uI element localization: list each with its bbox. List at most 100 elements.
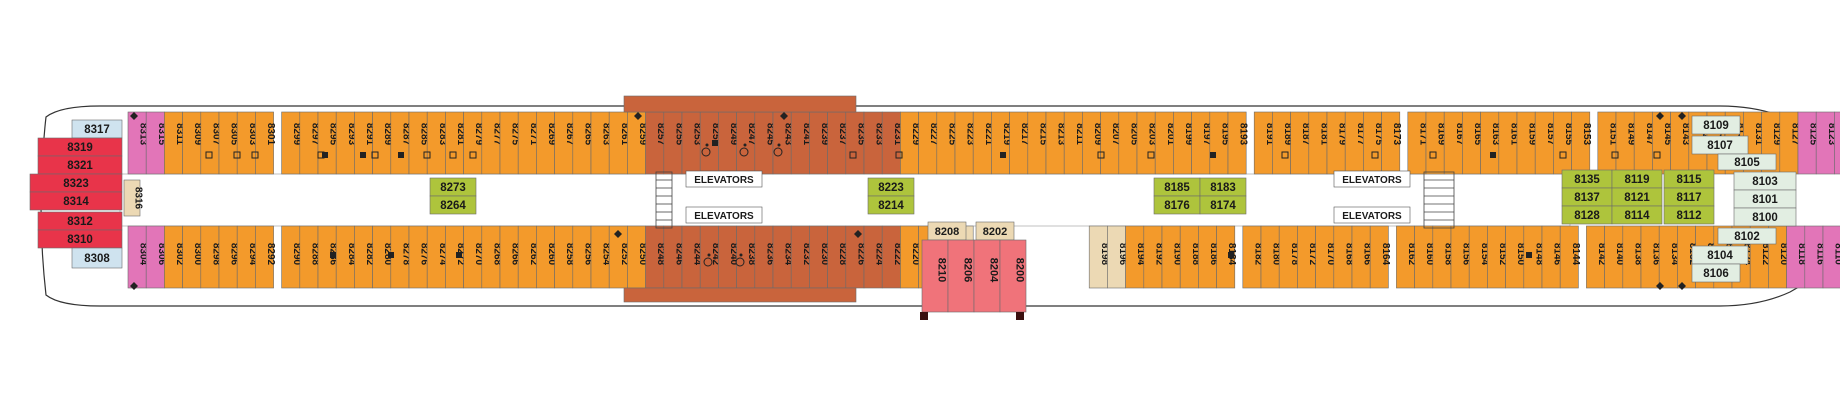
cabin-8188[interactable]: 8188 <box>1179 225 1201 289</box>
cabin-8234[interactable]: 8234 <box>772 225 794 289</box>
cabin-8307[interactable]: 8307 <box>200 111 222 175</box>
cabin-8164[interactable]: 8164 <box>1369 225 1391 289</box>
cabin-8301[interactable]: 8301 <box>255 111 276 175</box>
cabin-8114[interactable]: 8114 <box>1611 205 1663 225</box>
cabin-8317[interactable]: 8317 <box>71 119 123 139</box>
cabin-8134[interactable]: 8134 <box>1658 225 1680 289</box>
cabin-8189[interactable]: 8189 <box>1272 111 1293 175</box>
cabin-8144-area[interactable] <box>1559 225 1579 289</box>
cabin-8144[interactable]: 8144 <box>1559 225 1581 289</box>
cabin-8305[interactable]: 8305 <box>218 111 240 175</box>
cabin-8118[interactable]: 8118 <box>1786 225 1808 289</box>
cabin-8235[interactable]: 8235 <box>845 111 867 175</box>
cabin-8308-area[interactable] <box>71 247 123 269</box>
cabin-8135[interactable]: 8135 <box>1561 169 1613 189</box>
cabin-8186[interactable]: 8186 <box>1198 225 1219 289</box>
cabin-8104[interactable]: 8104 <box>1691 245 1749 265</box>
cabin-8161[interactable]: 8161 <box>1498 111 1520 175</box>
cabin-8165[interactable]: 8165 <box>1462 111 1483 175</box>
cabin-8169[interactable]: 8169 <box>1425 111 1447 175</box>
cabin-8303[interactable]: 8303 <box>236 111 258 175</box>
cabin-8294[interactable]: 8294 <box>236 225 258 289</box>
cabin-8260[interactable]: 8260 <box>536 225 557 289</box>
cabin-8150[interactable]: 8150 <box>1505 225 1527 289</box>
cabin-8123[interactable]: 8123 <box>1815 111 1837 175</box>
cabin-8113[interactable]: 8113 <box>1834 111 1840 175</box>
cabin-8180[interactable]: 8180 <box>1260 225 1282 289</box>
cabin-8273[interactable]: 8273 <box>429 177 477 197</box>
cabin-8178[interactable]: 8178 <box>1278 225 1300 289</box>
cabin-8207[interactable]: 8207 <box>1100 111 1122 175</box>
cabin-8149[interactable]: 8149 <box>1615 111 1637 175</box>
cabin-8288[interactable]: 8288 <box>299 225 321 289</box>
cabin-8200-area[interactable] <box>999 239 1027 313</box>
cabin-8185[interactable]: 8185 <box>1153 177 1201 197</box>
cabin-8233[interactable]: 8233 <box>863 111 885 175</box>
cabin-8230[interactable]: 8230 <box>809 225 830 289</box>
cabin-8106[interactable]: 8106 <box>1691 263 1741 283</box>
cabin-8119[interactable]: 8119 <box>1611 169 1663 189</box>
cabin-8217[interactable]: 8217 <box>1009 111 1031 175</box>
cabin-8274[interactable]: 8274 <box>426 225 448 289</box>
cabin-8151[interactable]: 8151 <box>1597 111 1619 175</box>
cabin-8312[interactable]: 8312 <box>37 211 123 231</box>
cabin-8272[interactable]: 8272 <box>445 225 466 289</box>
cabin-8202[interactable]: 8202 <box>975 221 1015 241</box>
cabin-8287[interactable]: 8287 <box>390 111 412 175</box>
cabin-8127[interactable]: 8127 <box>1779 111 1801 175</box>
cabin-8172[interactable]: 8172 <box>1297 225 1318 289</box>
cabin-8103[interactable]: 8103 <box>1733 171 1797 191</box>
cabin-8201[interactable]: 8201 <box>1154 111 1176 175</box>
cabin-8248[interactable]: 8248 <box>645 225 667 289</box>
cabin-8100[interactable]: 8100 <box>1733 207 1797 227</box>
cabin-8196[interactable]: 8196 <box>1107 225 1128 289</box>
cabin-8253[interactable]: 8253 <box>681 111 703 175</box>
cabin-8258[interactable]: 8258 <box>554 225 576 289</box>
cabin-8262[interactable]: 8262 <box>517 225 539 289</box>
cabin-8206-area[interactable] <box>947 239 975 313</box>
cabin-8206[interactable]: 8206 <box>947 239 975 313</box>
cabin-8279[interactable]: 8279 <box>463 111 485 175</box>
cabin-8214[interactable]: 8214 <box>867 195 915 215</box>
cabin-8255[interactable]: 8255 <box>663 111 685 175</box>
cabin-8121[interactable]: 8121 <box>1611 187 1663 207</box>
cabin-8240[interactable]: 8240 <box>718 225 739 289</box>
cabin-8117[interactable]: 8117 <box>1663 187 1715 207</box>
cabin-8276[interactable]: 8276 <box>408 225 430 289</box>
cabin-8163[interactable]: 8163 <box>1480 111 1502 175</box>
cabin-8297[interactable]: 8297 <box>299 111 321 175</box>
cabin-8112[interactable]: 8112 <box>1663 205 1715 225</box>
cabin-8270[interactable]: 8270 <box>463 225 485 289</box>
cabin-8298[interactable]: 8298 <box>200 225 222 289</box>
cabin-8219[interactable]: 8219 <box>991 111 1012 175</box>
cabin-8299[interactable]: 8299 <box>281 111 303 175</box>
cabin-8203[interactable]: 8203 <box>1136 111 1158 175</box>
cabin-8162[interactable]: 8162 <box>1396 225 1417 289</box>
cabin-8167[interactable]: 8167 <box>1443 111 1465 175</box>
cabin-8205[interactable]: 8205 <box>1118 111 1140 175</box>
cabin-8321[interactable]: 8321 <box>37 155 123 175</box>
cabin-8259[interactable]: 8259 <box>627 111 648 175</box>
cabin-8147[interactable]: 8147 <box>1633 111 1655 175</box>
cabin-8264[interactable]: 8264 <box>429 195 477 215</box>
cabin-8102-area[interactable] <box>1717 227 1777 245</box>
cabin-8143[interactable]: 8143 <box>1670 111 1692 175</box>
cabin-8265[interactable]: 8265 <box>572 111 594 175</box>
cabin-8157[interactable]: 8157 <box>1534 111 1556 175</box>
cabin-8222[interactable]: 8222 <box>881 225 903 289</box>
cabin-8263[interactable]: 8263 <box>590 111 612 175</box>
cabin-8154[interactable]: 8154 <box>1468 225 1490 289</box>
cabin-8152[interactable]: 8152 <box>1487 225 1508 289</box>
cabin-8316-area[interactable] <box>123 179 141 217</box>
cabin-8316[interactable]: 8316 <box>123 179 144 217</box>
cabin-8198[interactable]: 8198 <box>1088 225 1110 289</box>
cabin-8236[interactable]: 8236 <box>754 225 776 289</box>
cabin-8160[interactable]: 8160 <box>1414 225 1436 289</box>
cabin-8220[interactable]: 8220 <box>900 225 921 289</box>
cabin-8213[interactable]: 8213 <box>1045 111 1067 175</box>
cabin-8310[interactable]: 8310 <box>37 229 123 249</box>
cabin-8168[interactable]: 8168 <box>1333 225 1355 289</box>
cabin-8166[interactable]: 8166 <box>1351 225 1373 289</box>
cabin-8284[interactable]: 8284 <box>335 225 357 289</box>
cabin-8268[interactable]: 8268 <box>481 225 503 289</box>
